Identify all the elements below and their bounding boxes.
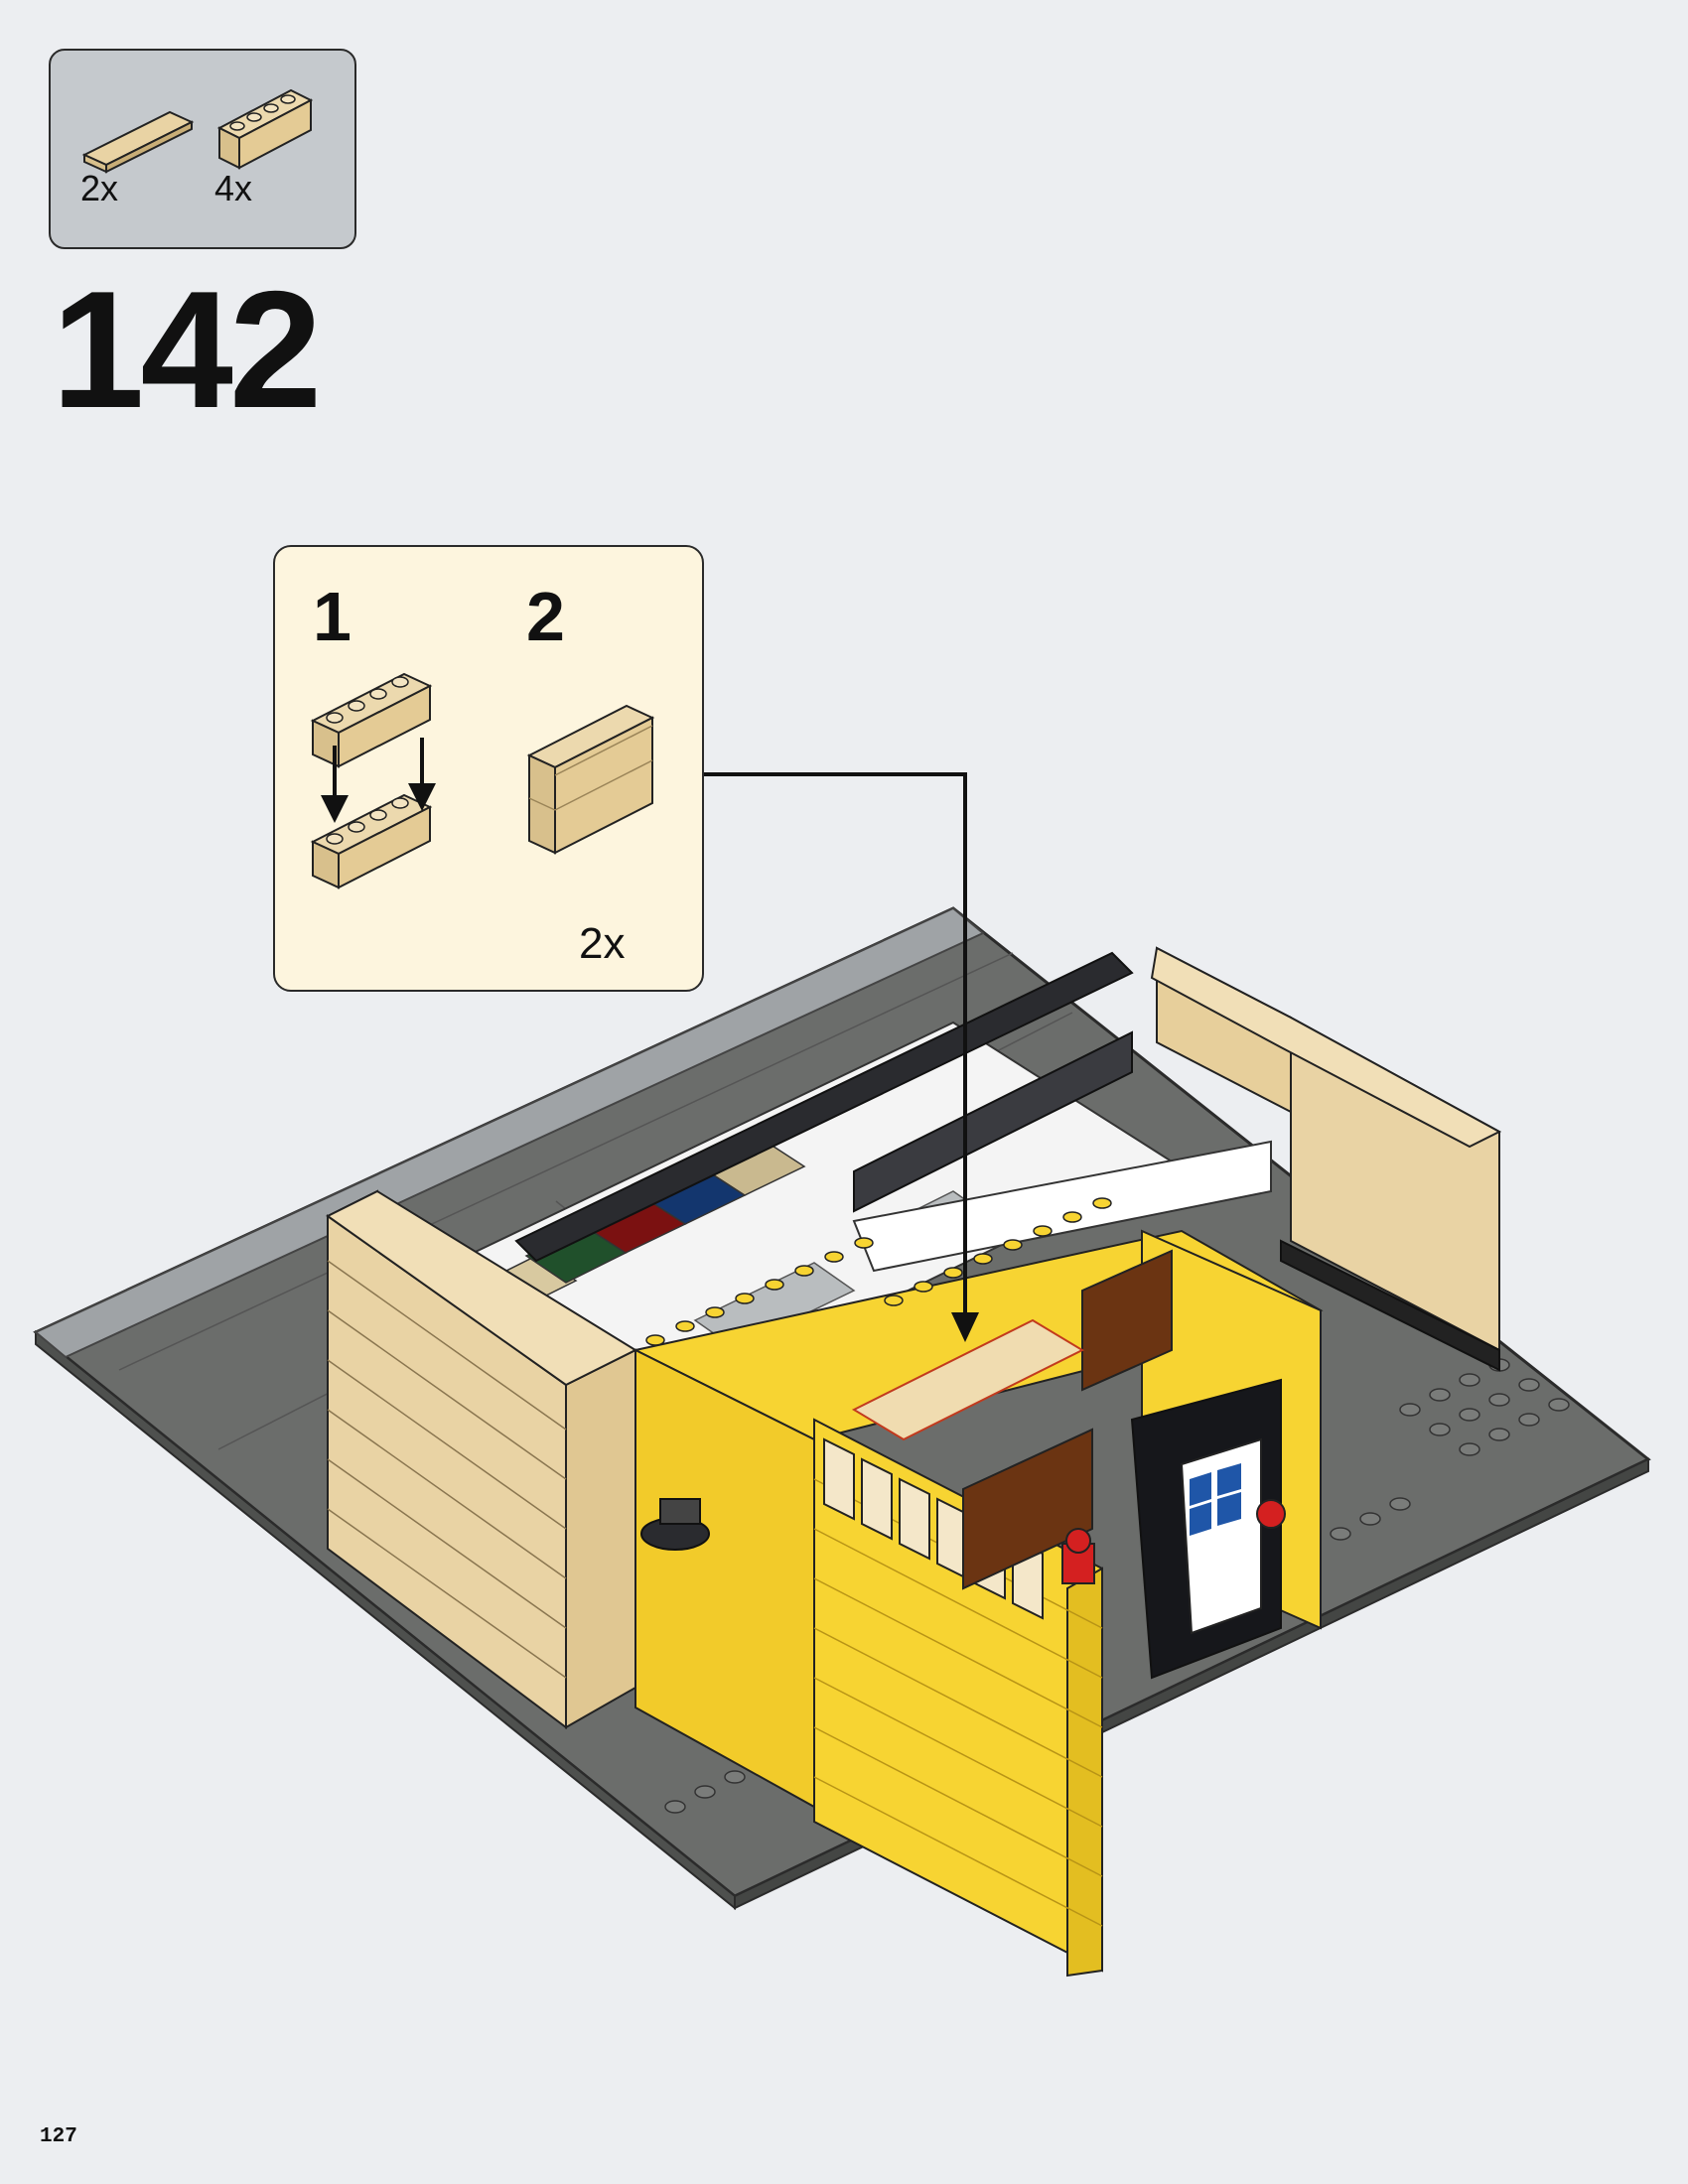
down-arrow-icon bbox=[408, 738, 436, 811]
white-wall bbox=[852, 1140, 1272, 1273]
interior-brown-wall bbox=[851, 1249, 1173, 1590]
top-studs bbox=[645, 1197, 1112, 1346]
sub-assembly-quantity: 2x bbox=[579, 919, 626, 968]
tan-1x4-tile-icon bbox=[81, 110, 195, 174]
part-quantity: 4x bbox=[214, 168, 253, 208]
part-quantity: 2x bbox=[80, 168, 119, 208]
tan-wall-left bbox=[326, 1189, 638, 1729]
step-number: 142 bbox=[52, 256, 322, 443]
sub-step-number: 1 bbox=[313, 578, 352, 655]
parts-list-art bbox=[81, 88, 314, 174]
tan-brick-lower bbox=[310, 793, 433, 889]
back-wall-black bbox=[514, 951, 1134, 1263]
tan-brick-stack bbox=[526, 704, 655, 855]
down-arrow-icon bbox=[321, 746, 349, 823]
sub-assembly-art bbox=[310, 672, 655, 889]
red-accessory bbox=[1061, 1528, 1095, 1584]
page-number: 127 bbox=[40, 2125, 77, 2148]
tan-wall-right bbox=[1150, 946, 1502, 1372]
sub-assembly-panel: 1 2 bbox=[273, 545, 704, 992]
callout-arrow bbox=[704, 772, 979, 1342]
tan-brick-upper bbox=[310, 672, 433, 768]
front-door bbox=[1130, 1378, 1286, 1680]
tan-1x4-brick-icon bbox=[216, 88, 314, 170]
sub-step-number: 2 bbox=[526, 578, 565, 655]
wall-lamp bbox=[640, 1498, 710, 1551]
parts-list-panel: 2x 4x bbox=[49, 49, 356, 249]
